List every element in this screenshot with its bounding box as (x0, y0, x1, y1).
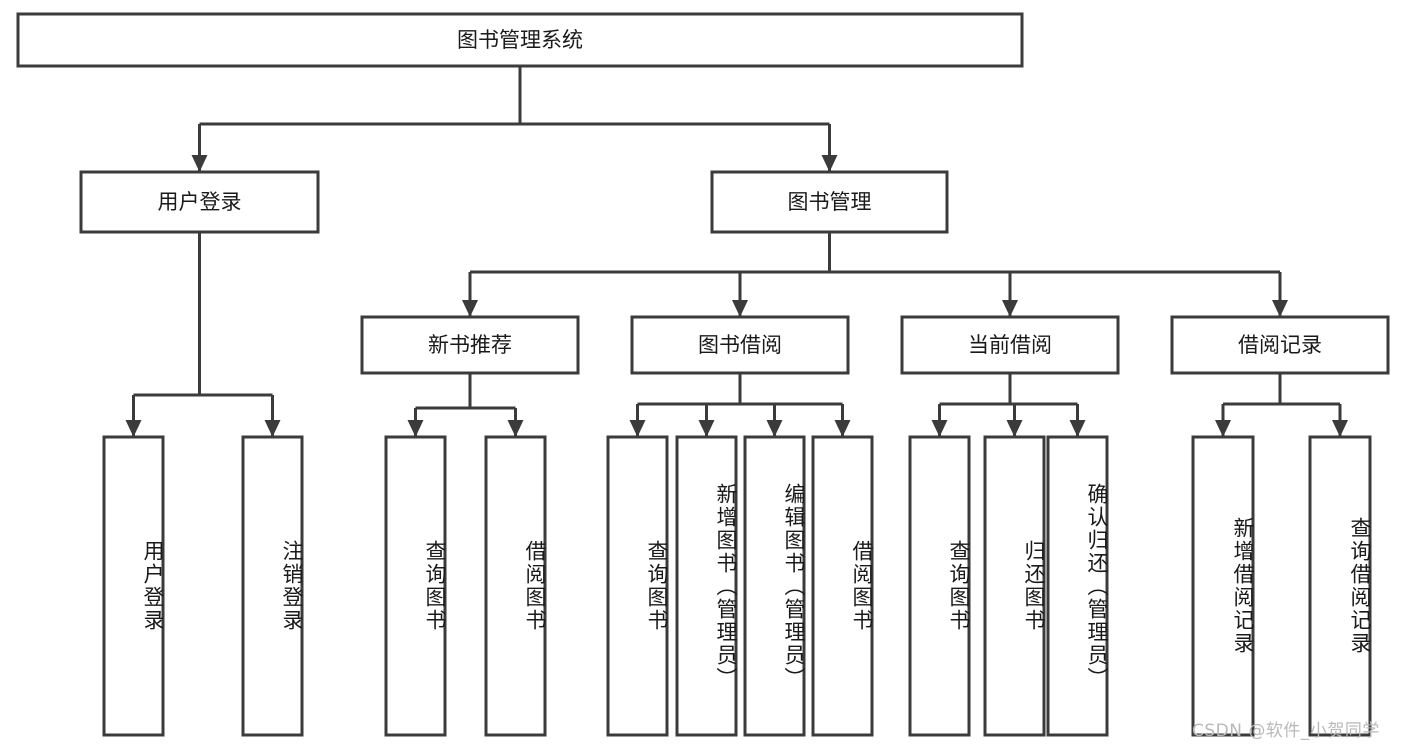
node-leaf-10[interactable] (1046, 435, 1109, 737)
node-level2-1-box[interactable] (710, 170, 949, 234)
connector-layer (125, 66, 1348, 437)
node-leaf-12[interactable] (1308, 435, 1372, 737)
arrow-head-icon (1002, 300, 1018, 317)
node-leaf-0-box[interactable] (102, 435, 165, 737)
arrow-head-icon (191, 155, 208, 172)
node-level3-3[interactable] (1170, 315, 1390, 375)
node-leaf-1-box[interactable] (241, 435, 304, 737)
node-level3-1-box[interactable] (630, 315, 850, 375)
node-level3-2-label: 当前借阅 (968, 333, 1052, 357)
node-leaf-3[interactable] (484, 435, 547, 737)
node-level2-0[interactable] (79, 170, 320, 234)
node-leaf-9[interactable] (983, 435, 1046, 737)
node-root-box[interactable] (16, 12, 1024, 68)
node-level2-0-box[interactable] (79, 170, 320, 234)
arrow-head-icon (766, 420, 783, 437)
node-leaf-2-box[interactable] (384, 435, 447, 737)
node-level3-0-label: 新书推荐 (428, 333, 512, 357)
arrow-head-icon (264, 420, 281, 437)
node-leaf-7[interactable] (811, 435, 874, 737)
arrow-head-icon (698, 420, 715, 437)
arrow-head-icon (1332, 420, 1348, 437)
node-leaf-3-box[interactable] (484, 435, 547, 737)
watermark-text: CSDN @软件_小贺同学 (1192, 721, 1380, 741)
node-level3-3-label: 借阅记录 (1238, 333, 1322, 357)
node-root-label: 图书管理系统 (457, 28, 583, 52)
node-level2-0-label: 用户登录 (158, 190, 242, 214)
arrow-head-icon (125, 420, 142, 437)
node-leaf-5-box[interactable] (675, 435, 738, 737)
node-leaf-0[interactable] (102, 435, 165, 737)
node-root[interactable] (16, 12, 1024, 68)
arrow-head-icon (462, 300, 478, 317)
arrow-head-icon (834, 420, 851, 437)
node-leaf-9-box[interactable] (983, 435, 1046, 737)
arrow-head-icon (1272, 300, 1288, 317)
node-leaf-4-box[interactable] (606, 435, 669, 737)
arrow-head-icon (1006, 420, 1023, 437)
arrow-head-icon (931, 420, 948, 437)
node-level3-0[interactable] (360, 315, 580, 375)
node-level3-1[interactable] (630, 315, 850, 375)
arrow-head-icon (1069, 420, 1086, 437)
node-level3-3-box[interactable] (1170, 315, 1390, 375)
node-leaf-1[interactable] (241, 435, 304, 737)
arrow-head-icon (732, 300, 748, 317)
node-leaf-11[interactable] (1191, 435, 1255, 737)
node-leaf-6-box[interactable] (743, 435, 806, 737)
node-leaf-10-box[interactable] (1046, 435, 1109, 737)
node-level3-2-box[interactable] (900, 315, 1120, 375)
node-leaf-12-box[interactable] (1308, 435, 1372, 737)
arrow-head-icon (507, 420, 524, 437)
node-level3-2[interactable] (900, 315, 1120, 375)
node-leaf-7-box[interactable] (811, 435, 874, 737)
node-leaf-5[interactable] (675, 435, 738, 737)
node-leaf-6[interactable] (743, 435, 806, 737)
arrow-head-icon (629, 420, 646, 437)
node-leaf-2[interactable] (384, 435, 447, 737)
node-level3-0-box[interactable] (360, 315, 580, 375)
node-leaf-4[interactable] (606, 435, 669, 737)
node-level2-1[interactable] (710, 170, 949, 234)
node-level2-1-label: 图书管理 (788, 190, 872, 214)
arrow-head-icon (1215, 420, 1231, 437)
arrow-head-icon (821, 155, 838, 172)
node-leaf-8-box[interactable] (908, 435, 971, 737)
node-leaf-8[interactable] (908, 435, 971, 737)
arrow-head-icon (407, 420, 424, 437)
node-level3-1-label: 图书借阅 (698, 333, 782, 357)
node-leaf-11-box[interactable] (1191, 435, 1255, 737)
